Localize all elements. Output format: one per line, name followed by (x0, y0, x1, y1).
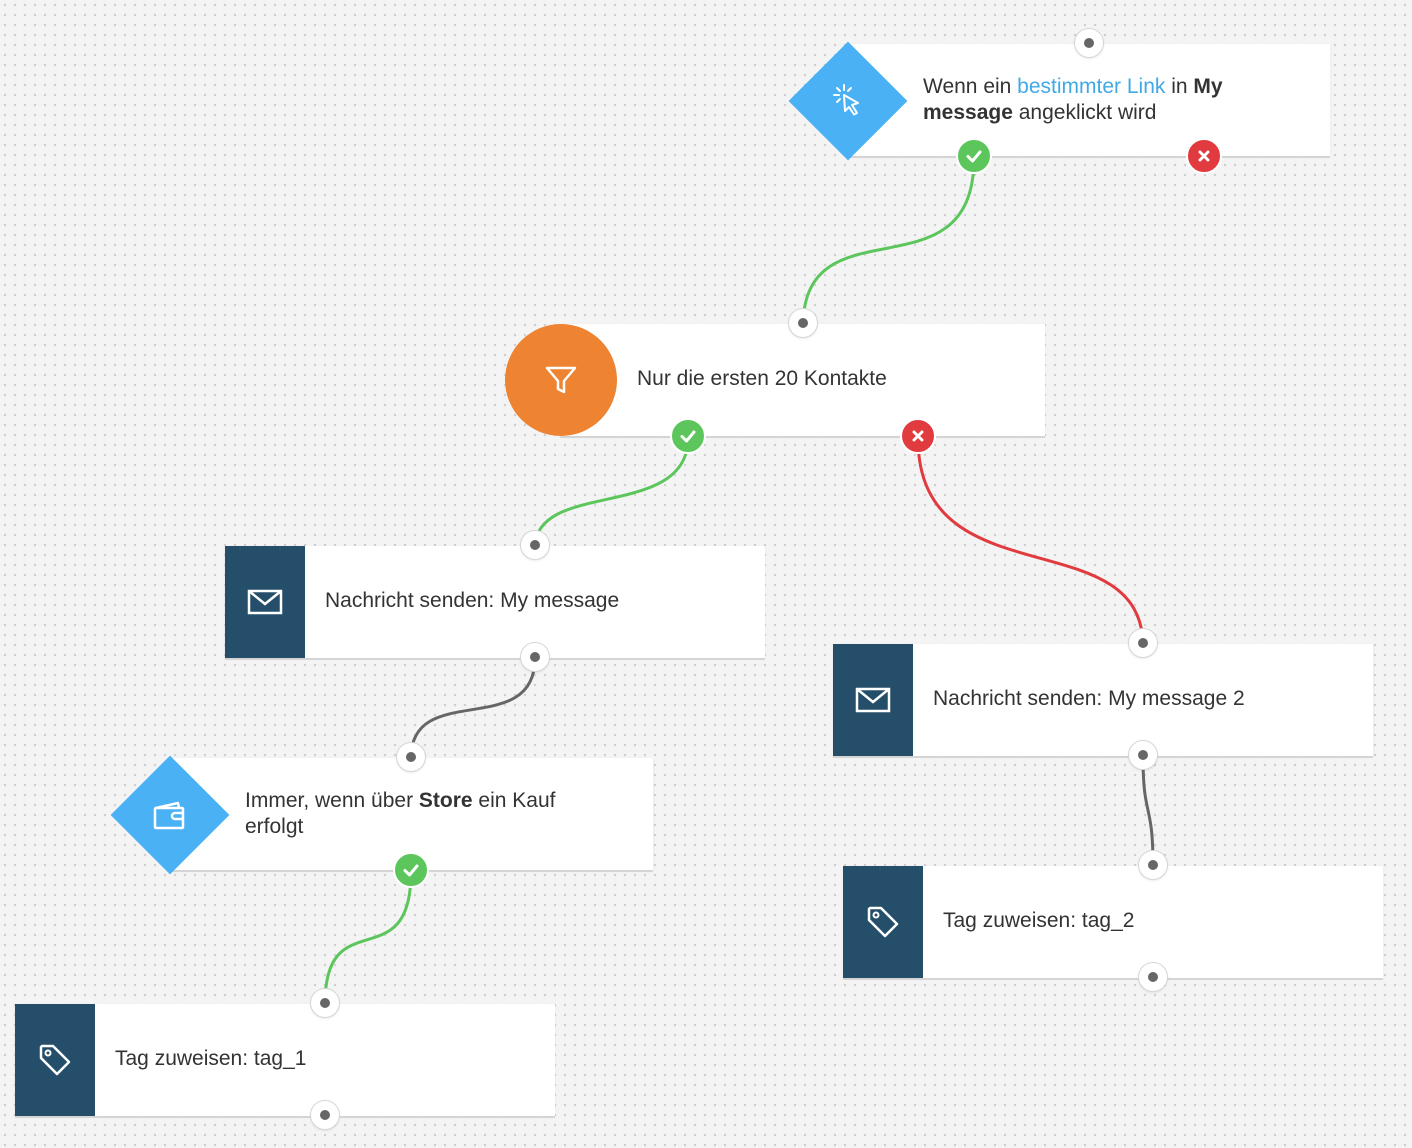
envelope-icon (833, 644, 913, 756)
wire-message2-to-tag2 (1141, 755, 1155, 867)
send-message-1-input-port[interactable] (520, 530, 550, 560)
trigger-link-click-yes-badge[interactable] (956, 138, 992, 174)
assign-tag-1-output-port[interactable] (310, 1100, 340, 1130)
send-message-1-output-port[interactable] (520, 642, 550, 672)
trigger-purchase-yes-badge[interactable] (393, 852, 429, 888)
tag-icon (843, 866, 923, 978)
cross-icon (912, 430, 924, 442)
send-message-2-output-port[interactable] (1128, 740, 1158, 770)
wire-link-yes-to-filter (801, 157, 976, 325)
assign-tag-1-input-port[interactable] (310, 988, 340, 1018)
assign-tag-1-label: Tag zuweisen: tag_1 (115, 1047, 307, 1070)
wire-purchase-yes-to-tag1 (323, 871, 413, 1005)
trigger-purchase-input-port[interactable] (396, 742, 426, 772)
checkmark-icon (403, 864, 419, 877)
envelope-icon (225, 546, 305, 658)
assign-tag-2-input-port[interactable] (1138, 850, 1168, 880)
filter-no-badge[interactable] (900, 418, 936, 454)
checkmark-icon (680, 430, 696, 443)
specific-link[interactable]: bestimmter Link (1017, 75, 1166, 98)
assign-tag-2-label: Tag zuweisen: tag_2 (943, 909, 1135, 932)
assign-tag-2-card[interactable]: Tag zuweisen: tag_2 (843, 866, 1383, 978)
send-message-1-card[interactable]: Nachricht senden: My message (225, 546, 765, 658)
trigger-link-click-no-badge[interactable] (1186, 138, 1222, 174)
tag-icon (15, 1004, 95, 1116)
send-message-1-label: Nachricht senden: My message (325, 589, 620, 612)
assign-tag-1-card[interactable]: Tag zuweisen: tag_1 (15, 1004, 555, 1116)
cross-icon (1198, 150, 1210, 162)
funnel-icon (505, 324, 617, 436)
wire-filter-no-to-message2 (916, 437, 1145, 645)
send-message-2-label: Nachricht senden: My message 2 (933, 687, 1245, 710)
wire-message1-to-purchase (409, 657, 537, 759)
send-message-2-card[interactable]: Nachricht senden: My message 2 (833, 644, 1373, 756)
wallet-icon (128, 773, 212, 857)
cursor-click-icon (806, 59, 890, 143)
wire-filter-yes-to-message1 (533, 437, 690, 547)
filter-yes-badge[interactable] (670, 418, 706, 454)
filter-label: Nur die ersten 20 Kontakte (637, 367, 887, 390)
assign-tag-2-output-port[interactable] (1138, 962, 1168, 992)
trigger-link-click-input-port[interactable] (1074, 28, 1104, 58)
filter-card[interactable]: Nur die ersten 20 Kontakte (560, 324, 1045, 436)
filter-input-port[interactable] (788, 308, 818, 338)
send-message-2-input-port[interactable] (1128, 628, 1158, 658)
checkmark-icon (966, 150, 982, 163)
